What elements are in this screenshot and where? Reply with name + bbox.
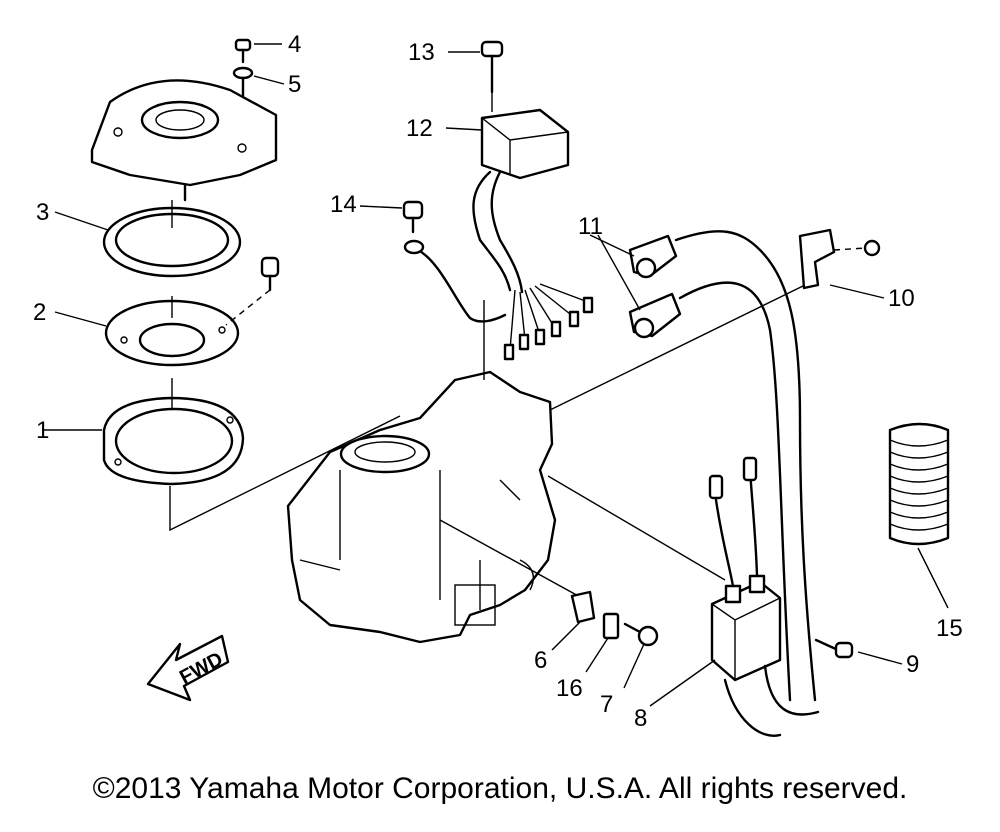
part-14-bolt (402, 200, 425, 255)
callout-14: 14 (330, 191, 357, 218)
part-15-rubber-boot (888, 422, 950, 546)
part-13-bolt (480, 40, 504, 112)
callout-5: 5 (288, 71, 301, 98)
flywheel-cover-plate (90, 79, 278, 202)
callout-1: 1 (36, 417, 49, 444)
callout-3: 3 (36, 199, 49, 226)
part-3-seal-ring (102, 200, 242, 278)
callout-2: 2 (33, 299, 46, 326)
callout-8: 8 (634, 705, 647, 732)
callout-10: 10 (888, 285, 915, 312)
callout-13: 13 (408, 39, 435, 66)
part-12-cdi-unit (416, 108, 594, 361)
part-5-washer (232, 66, 254, 98)
fwd-arrow: FWD (146, 634, 230, 702)
callout-7: 7 (600, 691, 613, 718)
callout-16: 16 (556, 675, 583, 702)
mounting-screw (225, 256, 280, 326)
callout-leaders (42, 43, 949, 707)
exploded-parts-diagram: FWD 4 5 3 2 1 13 12 14 11 10 15 9 6 16 7… (33, 31, 963, 737)
part-8-ignition-coil (708, 456, 820, 737)
part-2-stator-plate (104, 296, 240, 367)
callout-9: 9 (906, 651, 919, 678)
part-1-gasket (102, 378, 245, 486)
part-7-screw (623, 622, 659, 647)
part-11-plug-caps (628, 230, 817, 702)
callout-12: 12 (406, 115, 433, 142)
copyright-notice: ©2013 Yamaha Motor Corporation, U.S.A. A… (92, 772, 908, 805)
part-4-bolt (234, 38, 252, 64)
callout-15: 15 (936, 615, 963, 642)
callout-11: 11 (578, 213, 603, 240)
engine-block (286, 330, 557, 644)
part-16-clip (602, 612, 620, 640)
callout-4: 4 (288, 31, 301, 58)
callout-6: 6 (534, 647, 547, 674)
part-6-bracket (570, 590, 596, 624)
part-10-clip (798, 228, 881, 290)
part-9-bolt (814, 638, 854, 659)
